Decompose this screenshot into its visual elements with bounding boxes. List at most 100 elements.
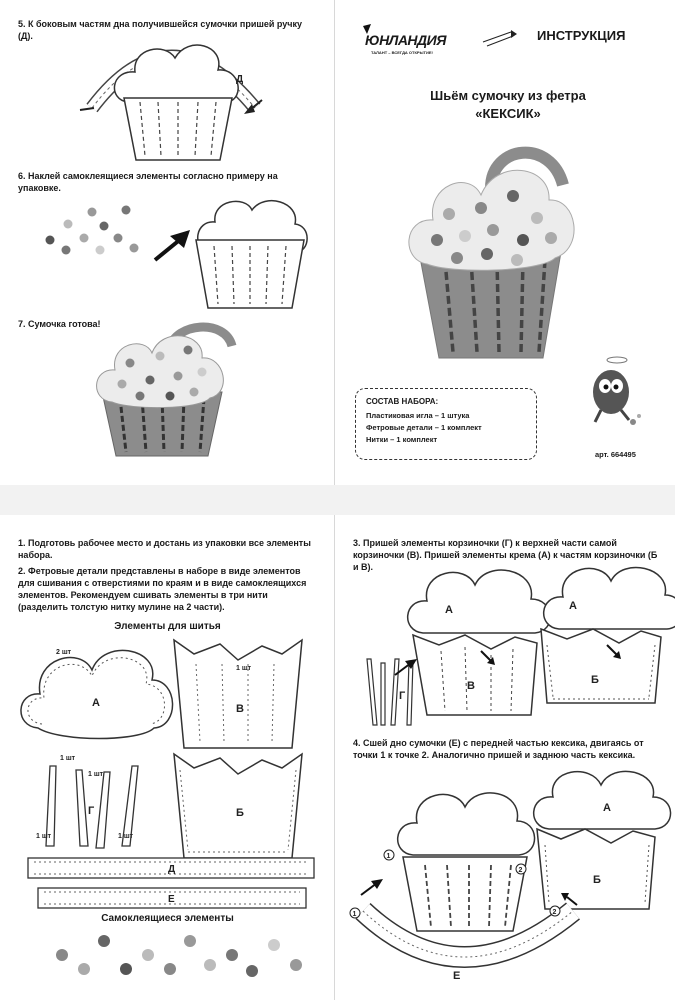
basket-piece bbox=[536, 827, 656, 910]
sticker-dots bbox=[431, 190, 557, 266]
kit-heading: СОСТАВ НАБОРА: bbox=[366, 397, 439, 406]
product-title-line1: Шьём сумочку из фетра bbox=[430, 88, 586, 103]
cream-piece bbox=[406, 569, 552, 634]
qty-2: 2 шт bbox=[56, 649, 72, 656]
sticker-dots bbox=[117, 345, 207, 401]
sticker-elements-heading: Самоклеящиеся элементы bbox=[101, 913, 234, 924]
arrow-icon bbox=[244, 104, 255, 114]
arrow-icon bbox=[487, 657, 495, 665]
page-gap bbox=[0, 485, 675, 515]
mascot-icon bbox=[593, 356, 641, 425]
label-a: А bbox=[92, 697, 100, 709]
arrow-icon bbox=[561, 893, 569, 901]
sticker-dots bbox=[45, 205, 139, 255]
article-number: арт. 664495 bbox=[595, 450, 636, 459]
step-1-text: 1. Подготовь рабочее место и достань из … bbox=[18, 538, 311, 560]
label-g: Г bbox=[88, 805, 95, 817]
cream-piece bbox=[197, 200, 308, 253]
point-1-marker bbox=[383, 849, 395, 861]
arrow-icon bbox=[371, 879, 383, 889]
basket-piece bbox=[412, 633, 538, 716]
qty-1: 1 шт bbox=[236, 665, 252, 672]
bag-handle bbox=[485, 146, 569, 189]
cream-piece bbox=[532, 770, 672, 830]
arrow-icon bbox=[606, 644, 618, 656]
basket-piece bbox=[123, 97, 233, 161]
brand-tagline: ТАЛАНТ – ВСЕГДА ОТКРЫТИЕ! bbox=[371, 50, 433, 55]
piece-e-strip bbox=[37, 887, 307, 909]
label-a: А bbox=[603, 802, 611, 814]
comet-icon bbox=[482, 30, 517, 47]
bag-cream bbox=[408, 170, 575, 271]
cover-panel: ЮНЛАНДИЯ ТАЛАНТ – ВСЕГДА ОТКРЫТИЕ! ИНСТР… bbox=[341, 0, 675, 485]
cupcake-bag-photo bbox=[408, 146, 575, 359]
piece-g-strips bbox=[45, 765, 139, 849]
label-g: Г bbox=[399, 690, 406, 702]
cream-piece bbox=[542, 566, 675, 630]
step-4-text: 4. Сшей дно сумочки (Е) с передней часть… bbox=[353, 738, 644, 760]
label-a: А bbox=[445, 604, 453, 616]
steps-5-7-panel: 5. К боковым частям дна получившейся сум… bbox=[0, 0, 335, 485]
point-1-label: 1 bbox=[353, 911, 357, 918]
sewing-pieces-diagram: А 2 шт В 1 шт Б Г 1 шт 1 шт 1 шт 1 шт Д bbox=[20, 638, 315, 909]
basket-piece bbox=[540, 627, 662, 704]
kit-item: Фетровые детали – 1 комплект bbox=[366, 423, 482, 432]
step-4-illustration: А Б Е 1 2 1 2 bbox=[349, 770, 672, 982]
step-6-illustration bbox=[45, 200, 308, 309]
arrow-icon bbox=[79, 107, 95, 111]
label-v: В bbox=[467, 680, 475, 692]
label-b: Б bbox=[236, 807, 244, 819]
instruction-heading: ИНСТРУКЦИЯ bbox=[537, 28, 626, 43]
cream-piece bbox=[113, 44, 239, 103]
point-1-marker bbox=[349, 907, 361, 919]
piece-v-basket bbox=[173, 638, 303, 749]
brand-logo: ЮНЛАНДИЯ ТАЛАНТ – ВСЕГДА ОТКРЫТИЕ! bbox=[361, 24, 471, 58]
step-7-text: 7. Сумочка готова! bbox=[18, 319, 101, 329]
piece-b-basket bbox=[173, 752, 303, 859]
qty-1: 1 шт bbox=[36, 833, 52, 840]
label-b: Б bbox=[591, 674, 599, 686]
point-2-marker bbox=[549, 905, 561, 917]
point-2-label: 2 bbox=[553, 909, 557, 916]
qty-1: 1 шт bbox=[60, 755, 76, 762]
label-e: Е bbox=[168, 894, 175, 905]
qty-1: 1 шт bbox=[118, 833, 134, 840]
label-d: Д bbox=[168, 864, 175, 875]
arrow-icon bbox=[170, 230, 190, 248]
step-6-text: 6. Наклей самоклеящиеся элементы согласн… bbox=[18, 171, 278, 193]
sticker-dots-diagram bbox=[56, 935, 302, 977]
basket-piece bbox=[402, 856, 528, 932]
point-2-marker bbox=[515, 863, 527, 875]
label-v: В bbox=[236, 703, 244, 715]
arrow-icon bbox=[566, 896, 578, 906]
sewing-elements-heading: Элементы для шитья bbox=[114, 621, 221, 632]
kit-contents-box: СОСТАВ НАБОРА: Пластиковая игла – 1 штук… bbox=[355, 388, 537, 460]
label-b: Б bbox=[593, 874, 601, 886]
step-5-illustration: Д bbox=[79, 44, 263, 161]
star-icon bbox=[363, 24, 371, 34]
label-e: Е bbox=[453, 970, 460, 982]
arrow-icon bbox=[613, 651, 621, 659]
arrow-icon bbox=[405, 659, 417, 669]
steps-3-4-panel: 3. Пришей элементы корзиночки (Г) к верх… bbox=[341, 515, 675, 1000]
label-d: Д bbox=[236, 74, 243, 85]
finished-bag-illustration bbox=[96, 322, 237, 457]
label-a: А bbox=[569, 600, 577, 612]
point-2-label: 2 bbox=[519, 867, 523, 874]
arrow-icon bbox=[480, 650, 492, 662]
qty-1: 1 шт bbox=[88, 771, 104, 778]
step-3-text: 3. Пришей элементы корзиночки (Г) к верх… bbox=[353, 538, 658, 572]
step-2-text: 2. Фетровые детали представлены в наборе… bbox=[18, 566, 307, 612]
piece-g-strips bbox=[366, 658, 414, 726]
step-3-illustration: А В Г А Б bbox=[366, 566, 675, 726]
brand-name: ЮНЛАНДИЯ bbox=[365, 32, 446, 48]
point-1-label: 1 bbox=[387, 853, 391, 860]
piece-a-cream bbox=[20, 649, 174, 740]
steps-1-2-panel: 1. Подготовь рабочее место и достань из … bbox=[0, 515, 335, 1000]
piece-d-strip bbox=[27, 857, 315, 879]
kit-item: Пластиковая игла – 1 штука bbox=[366, 411, 470, 420]
step-5-text: 5. К боковым частям дна получившейся сум… bbox=[18, 19, 303, 41]
product-title-line2: «КЕКСИК» bbox=[475, 106, 541, 121]
cream-piece bbox=[396, 792, 536, 856]
kit-item: Нитки – 1 комплект bbox=[366, 435, 438, 444]
